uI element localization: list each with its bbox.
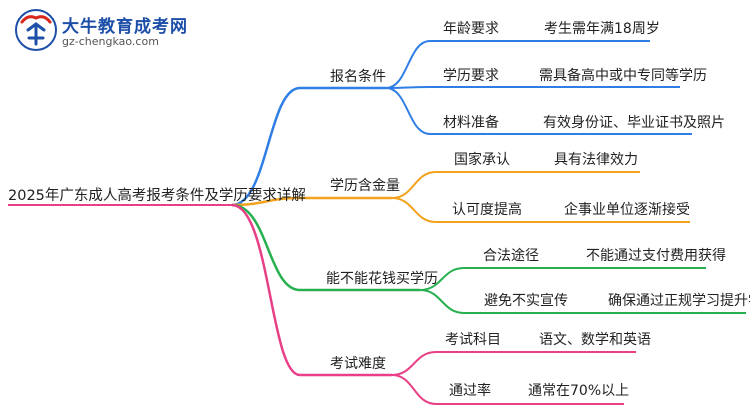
branch-3-item-2-value: 确保通过正规学习提升学历 <box>608 293 750 309</box>
branch-2-item-2-value: 企事业单位逐渐接受 <box>564 202 690 218</box>
branch-1-item-1-value: 考生需年满18周岁 <box>544 21 660 37</box>
branch-4-label: 考试难度 <box>330 356 386 372</box>
branch-1-item-3-label: 材料准备 <box>443 115 499 131</box>
branch-3-label: 能不能花钱买学历 <box>326 271 438 287</box>
branch-3-item-2-label: 避免不实宣传 <box>484 293 568 309</box>
branch-3-item-1-label: 合法途径 <box>483 248 539 264</box>
branch-4-item-2-label: 通过率 <box>449 383 491 399</box>
branch-2-label: 学历含金量 <box>330 178 400 194</box>
bull-logo-icon <box>15 9 57 51</box>
connector-branch-4 <box>231 203 392 377</box>
branch-1-item-2-value: 需具备高中或中专同等学历 <box>539 68 707 84</box>
branch-4-item-1-label: 考试科目 <box>445 332 501 348</box>
branch-1-item-1-label: 年龄要求 <box>443 21 499 37</box>
branch-2-item-2-label: 认可度提高 <box>452 202 522 218</box>
connector-branch-1 <box>231 86 386 207</box>
connector-branch-3 <box>231 203 420 292</box>
branch-2-item-1-label: 国家承认 <box>454 152 510 168</box>
root-node: 2025年广东成人高考报考条件及学历要求详解 <box>8 188 306 204</box>
logo-title: 大牛教育成考网 <box>62 17 188 37</box>
logo-url: gz-chengkao.com <box>62 35 159 48</box>
branch-4-item-2-value: 通常在70%以上 <box>528 383 630 399</box>
branch-1-label: 报名条件 <box>330 69 386 85</box>
site-logo: 大牛教育成考网 gz-chengkao.com <box>14 8 244 52</box>
branch-2-item-1-value: 具有法律效力 <box>554 152 638 168</box>
branch-4-item-1-value: 语文、数学和英语 <box>539 332 651 348</box>
branch-3-item-1-value: 不能通过支付费用获得 <box>586 248 726 264</box>
connector-branch-2 <box>231 196 392 207</box>
branch-1-item-2-label: 学历要求 <box>443 68 499 84</box>
branch-1-item-3-value: 有效身份证、毕业证书及照片 <box>543 115 725 131</box>
